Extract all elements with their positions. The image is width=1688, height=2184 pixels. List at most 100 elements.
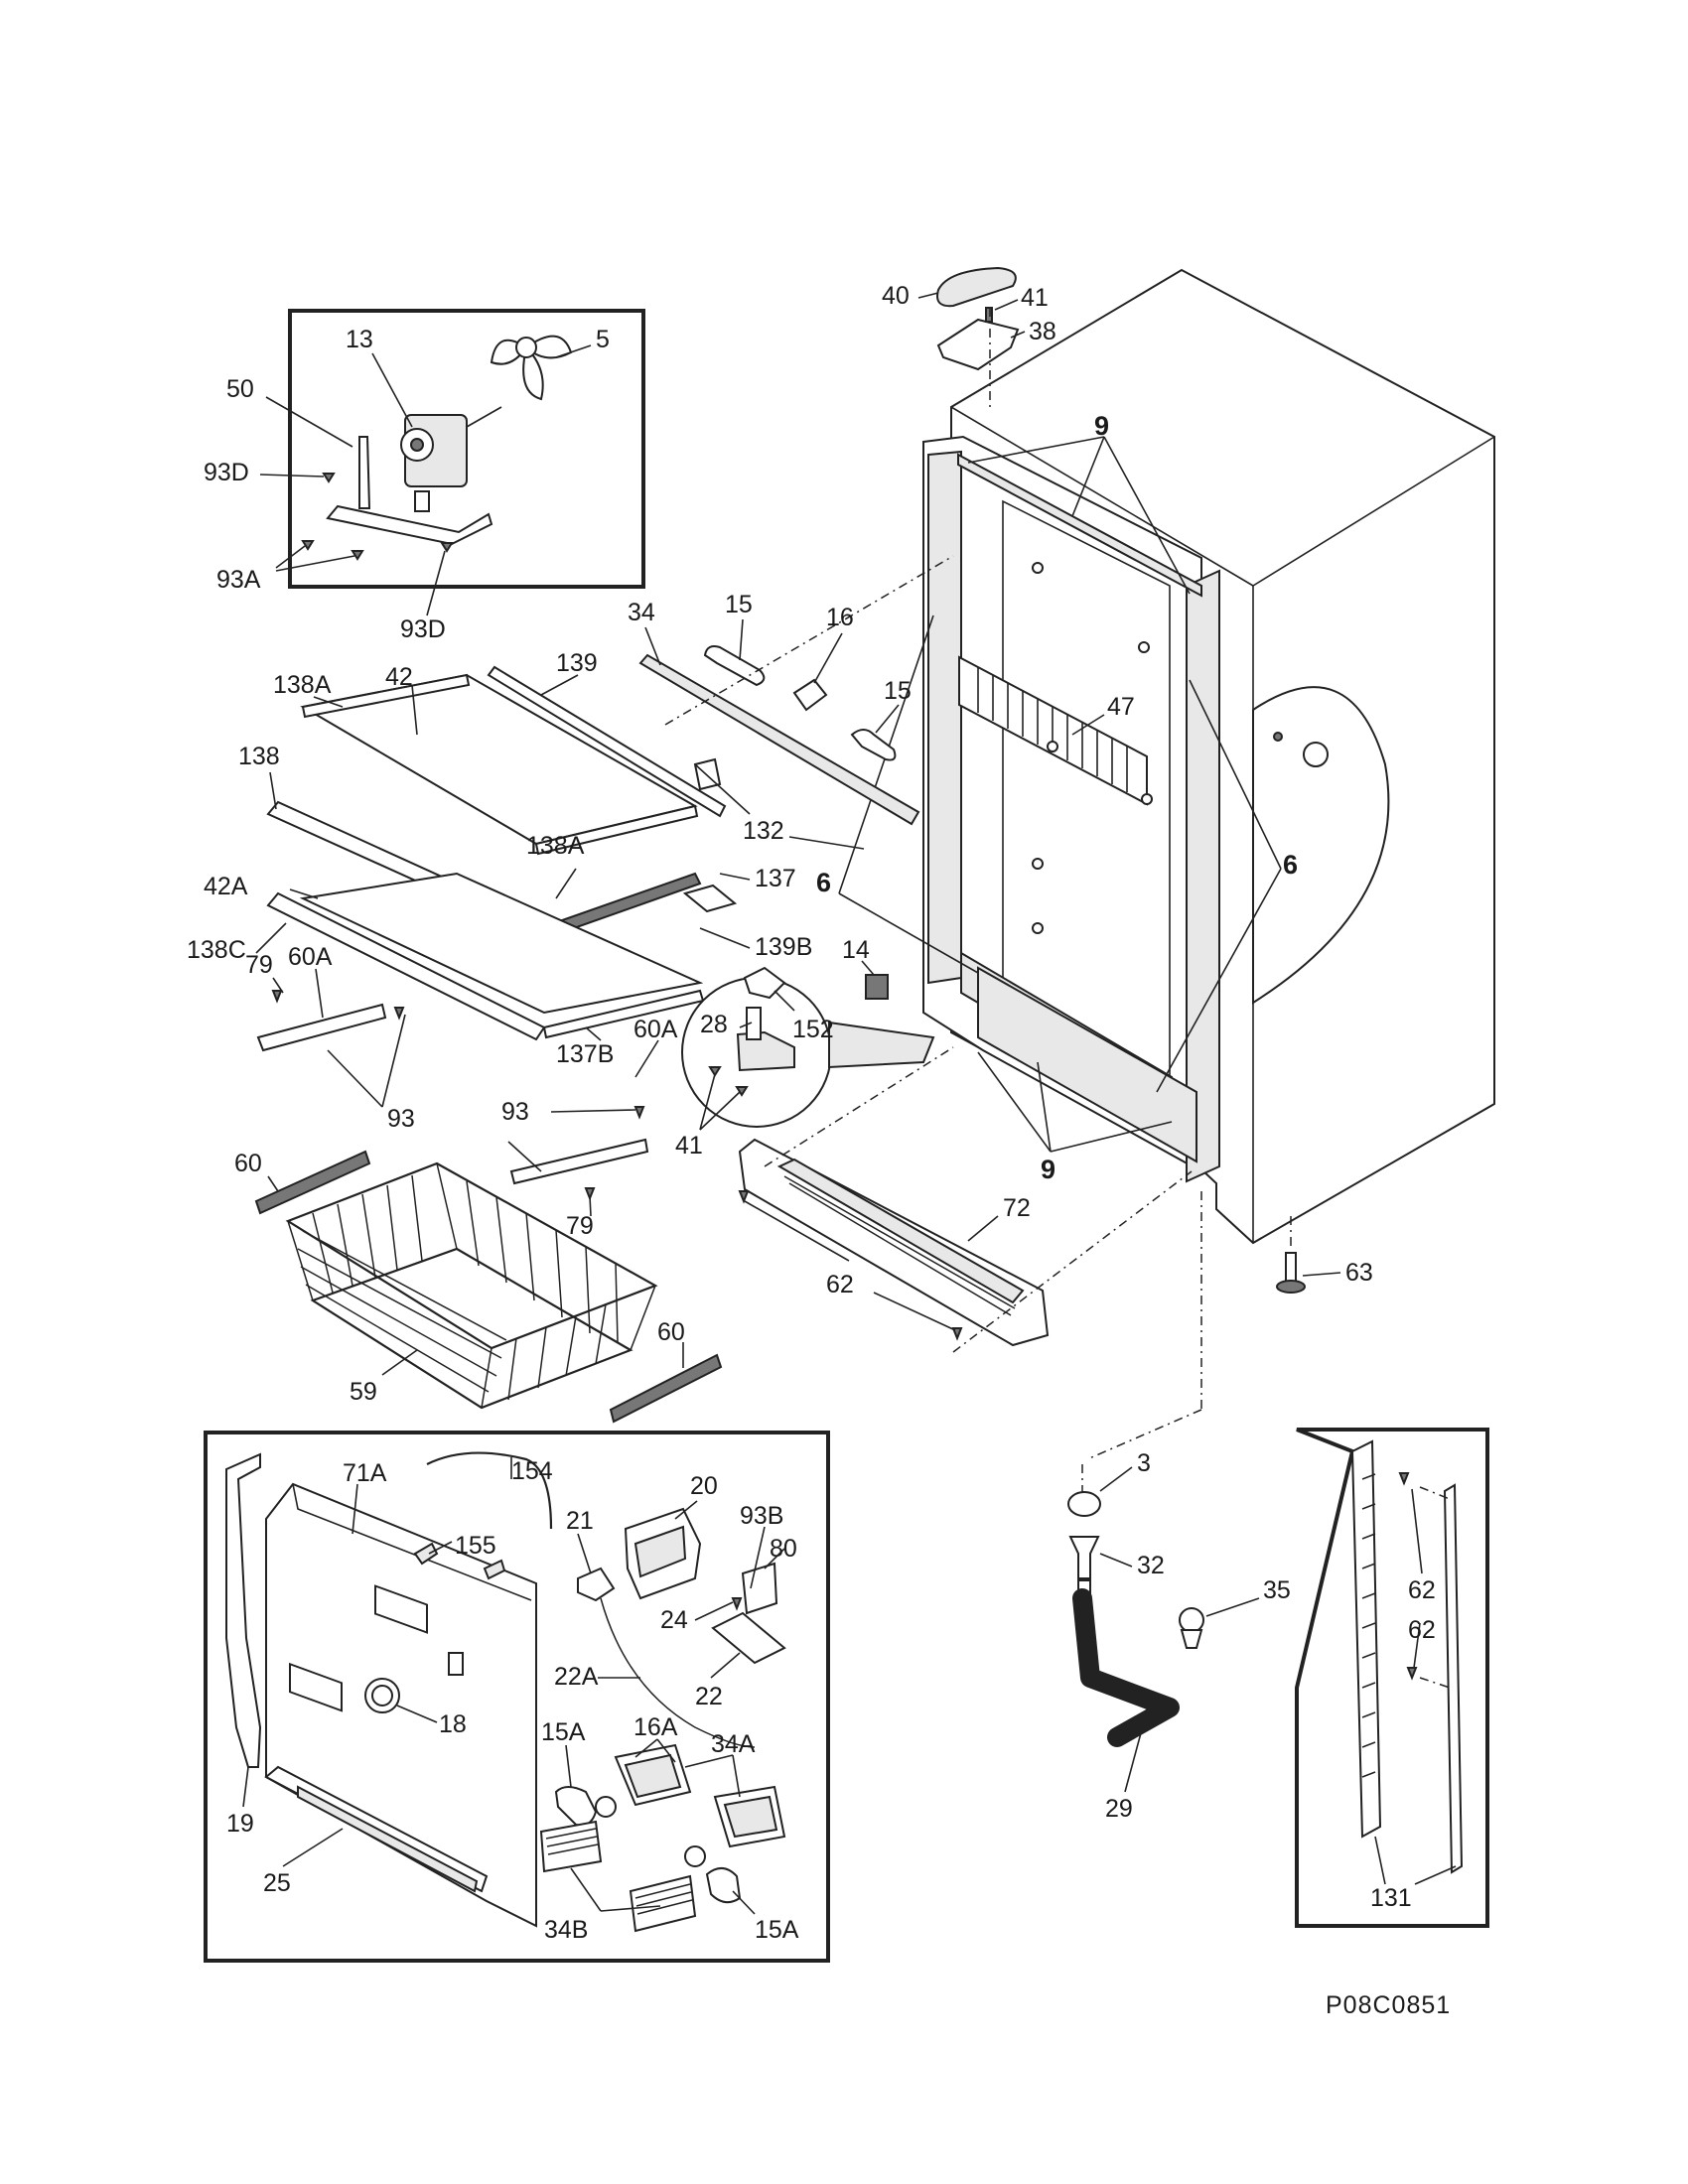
hinge-bushing-152 bbox=[743, 966, 786, 1000]
bulb-15-upper bbox=[703, 645, 766, 687]
callout-137b: 137B bbox=[556, 1040, 614, 1068]
bulb-15a-upper bbox=[554, 1786, 598, 1827]
callout-93b: 93B bbox=[740, 1502, 783, 1530]
hinge-cover bbox=[936, 266, 1017, 308]
callout-138: 138 bbox=[238, 743, 280, 770]
sensor-tube-154 bbox=[426, 1451, 553, 1530]
detail-pointer bbox=[828, 1021, 935, 1069]
side-panel-disc bbox=[1252, 686, 1390, 1005]
lens-cover-34b-lower bbox=[629, 1874, 697, 1933]
callout-34a: 34A bbox=[711, 1730, 756, 1758]
shelf-bracket-137b bbox=[682, 884, 738, 913]
callout-25: 25 bbox=[263, 1869, 291, 1897]
callout-152: 152 bbox=[792, 1016, 834, 1043]
shelf-standard-inset: 62 62 131 bbox=[1295, 1428, 1489, 1928]
callout-131: 131 bbox=[1370, 1884, 1412, 1912]
callout-47: 47 bbox=[1107, 693, 1135, 721]
screw-93a-b bbox=[351, 550, 364, 561]
screw-93d-b bbox=[440, 542, 454, 553]
socket-16 bbox=[792, 678, 828, 712]
callout-40: 40 bbox=[882, 282, 910, 310]
callout-20: 20 bbox=[690, 1472, 718, 1500]
callout-28: 28 bbox=[700, 1011, 728, 1038]
control-panel-inset: 71A 154 155 21 20 93B 80 24 22A 22 18 19… bbox=[204, 1431, 830, 1963]
callout-13: 13 bbox=[346, 326, 373, 353]
screw-93d-a bbox=[322, 473, 336, 483]
bracket-arm bbox=[358, 436, 371, 509]
panel-trim-19 bbox=[225, 1452, 262, 1768]
fan-motor-inset: 50 13 5 93D 93A 93D bbox=[204, 309, 645, 643]
callout-15-right: 15 bbox=[884, 677, 912, 705]
callout-16: 16 bbox=[826, 604, 854, 631]
callout-62-bottom: 62 bbox=[1408, 1616, 1436, 1644]
callout-137: 137 bbox=[755, 865, 796, 892]
callout-14: 14 bbox=[842, 936, 870, 964]
slide-60-right bbox=[609, 1353, 723, 1424]
callout-32: 32 bbox=[1137, 1552, 1165, 1579]
drain-assembly: 3 32 29 bbox=[1067, 1191, 1202, 1823]
callout-9-top: 9 bbox=[1094, 411, 1109, 441]
shelf-support-137 bbox=[693, 757, 722, 791]
lower-hinge-detail: 28 152 41 bbox=[675, 966, 935, 1160]
shelf-assembly: 138A 42 139 138 138A 137 42A 139B 138C 1… bbox=[187, 649, 812, 1068]
callout-15a-top: 15A bbox=[541, 1718, 586, 1746]
callout-6-right: 6 bbox=[1283, 850, 1298, 880]
callout-155: 155 bbox=[455, 1532, 496, 1560]
panel-opening-left bbox=[289, 1662, 343, 1712]
kickplate-72 bbox=[738, 1138, 1050, 1347]
shelf-rail-139 bbox=[487, 665, 727, 818]
inset-frame-bottom bbox=[204, 1431, 830, 1963]
callout-9-bottom: 9 bbox=[1041, 1155, 1055, 1184]
callout-3: 3 bbox=[1137, 1449, 1151, 1477]
callout-41-bottom: 41 bbox=[675, 1132, 703, 1160]
callout-6-left: 6 bbox=[816, 868, 831, 897]
motor-bracket bbox=[326, 504, 493, 546]
callout-42a: 42A bbox=[204, 873, 248, 900]
top-hinge bbox=[936, 318, 1020, 371]
callout-80: 80 bbox=[770, 1535, 797, 1563]
lens-cover-34b-upper bbox=[539, 1820, 603, 1873]
callout-138a-mid: 138A bbox=[526, 832, 585, 860]
callout-62-top: 62 bbox=[1408, 1576, 1436, 1604]
callout-21: 21 bbox=[566, 1507, 594, 1535]
callout-29: 29 bbox=[1105, 1795, 1133, 1823]
callout-139b: 139B bbox=[755, 933, 812, 961]
shelf-trim-138a-front bbox=[534, 804, 699, 856]
callout-93d-top: 93D bbox=[204, 459, 249, 486]
callout-60a-left: 60A bbox=[288, 943, 333, 971]
callout-16a: 16A bbox=[633, 1713, 678, 1741]
light-socket-22 bbox=[711, 1611, 786, 1665]
callout-34: 34 bbox=[628, 599, 655, 626]
panel-opening-right bbox=[374, 1584, 428, 1634]
drain-tube-32 bbox=[1068, 1536, 1100, 1579]
slide-60-left bbox=[254, 1150, 371, 1215]
callout-18: 18 bbox=[439, 1710, 467, 1738]
callout-41-top: 41 bbox=[1021, 284, 1049, 312]
top-hinge-assembly: 40 41 38 bbox=[882, 266, 1056, 407]
drain-hose-29 bbox=[1072, 1588, 1180, 1747]
callout-71a: 71A bbox=[343, 1459, 387, 1487]
callout-62-kick: 62 bbox=[826, 1271, 854, 1298]
callout-24: 24 bbox=[660, 1606, 688, 1634]
callout-93a: 93A bbox=[216, 566, 261, 594]
thermostat-21 bbox=[577, 1567, 616, 1602]
callout-93-right: 93 bbox=[501, 1098, 529, 1126]
callout-60a-right: 60A bbox=[633, 1016, 678, 1043]
callout-154: 154 bbox=[511, 1457, 553, 1485]
bulb-15-lower bbox=[850, 729, 897, 761]
screw-93a-a bbox=[301, 540, 315, 551]
kickplate: 72 62 bbox=[738, 1046, 1193, 1353]
fan-blade bbox=[490, 335, 573, 401]
callout-59: 59 bbox=[350, 1378, 377, 1406]
bulb-15a-lower bbox=[705, 1867, 742, 1904]
shelf-standard-131b bbox=[1443, 1483, 1464, 1874]
slide-60a-right bbox=[509, 1138, 649, 1185]
callout-19: 19 bbox=[226, 1810, 254, 1838]
callout-79-left: 79 bbox=[245, 951, 273, 979]
callout-38: 38 bbox=[1029, 318, 1056, 345]
callout-132: 132 bbox=[743, 817, 784, 845]
drain-plug-3 bbox=[1067, 1491, 1101, 1517]
inset-frame bbox=[288, 309, 645, 589]
clip-155 bbox=[413, 1542, 439, 1566]
